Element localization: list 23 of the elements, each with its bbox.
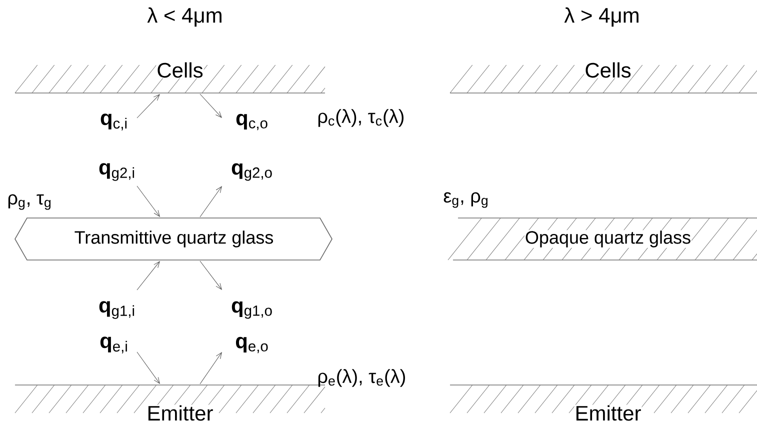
- node-label: Emitter: [148, 405, 213, 421]
- glass-pane: Transmittive quartz glass: [14, 218, 332, 260]
- flux-label: q$_{e,i}$: [100, 336, 127, 354]
- node-label: Cells: [158, 62, 203, 78]
- emitter-surface: Emitter: [450, 384, 757, 422]
- flux-label: q$_{g2,i}$: [99, 163, 134, 181]
- glass-pane: Opaque quartz glass: [448, 218, 757, 260]
- flux-label: q$_{g1,i}$: [99, 301, 134, 319]
- emitter-surface: Emitter: [14, 384, 326, 422]
- cells-surface: Cells: [450, 62, 757, 94]
- column-heading: λ > 4μm: [564, 7, 638, 27]
- flux-label: q$_{e,o}$: [236, 336, 268, 354]
- flux-label: q$_{g1,o}$: [232, 301, 272, 319]
- node-label: Opaque quartz glass: [526, 230, 690, 248]
- flux-label: q$_{g2,o}$: [232, 163, 272, 181]
- flux-label: q$_{c,o}$: [236, 114, 268, 130]
- column-heading: λ < 4μm: [147, 7, 222, 27]
- property-label: ρ$_{c}$(λ), τ$_{c}$(λ): [318, 109, 404, 127]
- node-label: Emitter: [576, 405, 641, 421]
- flux-label: q$_{c,i}$: [100, 114, 127, 130]
- cells-surface: Cells: [14, 62, 326, 94]
- property-label: ρ$_{e}$(λ), τ$_{e}$(λ): [318, 369, 405, 387]
- node-label: Cells: [586, 62, 631, 78]
